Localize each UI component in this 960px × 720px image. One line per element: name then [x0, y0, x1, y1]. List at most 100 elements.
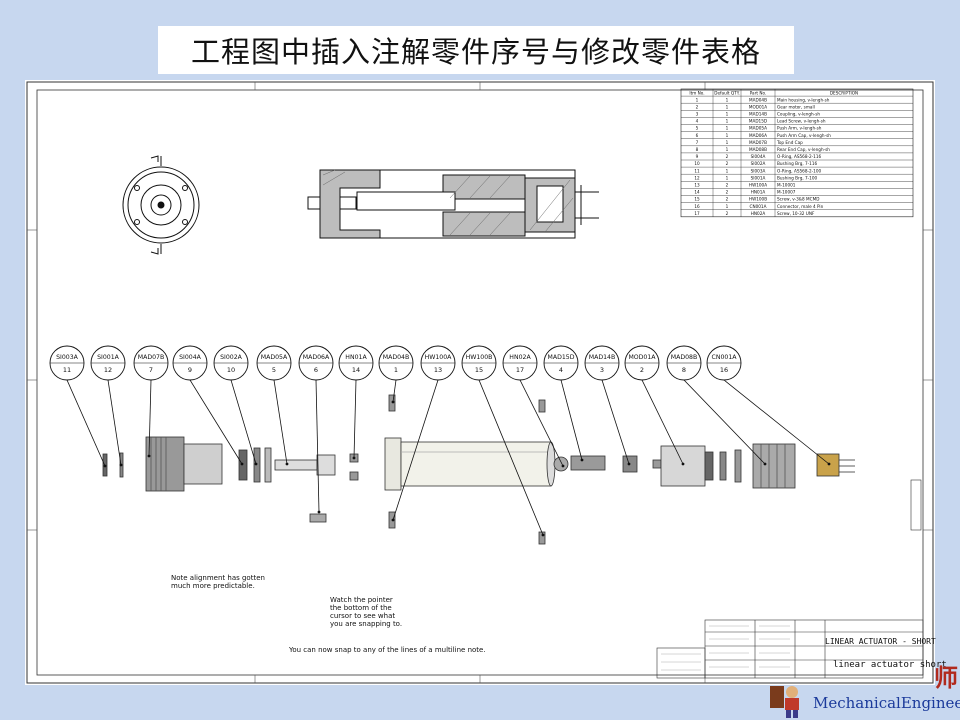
- balloon-number: 7: [149, 366, 153, 374]
- balloon-code: SI002A: [220, 354, 243, 361]
- balloon-si004a[interactable]: SI004A 9: [172, 345, 244, 466]
- note-snap[interactable]: You can now snap to any of the lines of …: [289, 646, 486, 654]
- balloon-number: 8: [682, 366, 686, 374]
- balloon-number: 6: [314, 366, 318, 374]
- note-alignment[interactable]: Note alignment has gotten much more pred…: [171, 574, 265, 590]
- balloon-number: 5: [272, 366, 276, 374]
- balloon-leader: [230, 379, 257, 465]
- leader-dot: [827, 462, 831, 466]
- balloon-code: MAD05A: [261, 354, 288, 361]
- balloon-leader: [392, 379, 397, 403]
- bom-cell: 5: [696, 126, 699, 131]
- part-rear-end-cap[interactable]: [719, 443, 796, 489]
- balloon-cn001a[interactable]: CN001A 16: [706, 345, 831, 466]
- balloon-leader: [601, 379, 630, 465]
- part-oring-mid[interactable]: [238, 449, 248, 481]
- bom-cell: 1: [726, 140, 729, 145]
- part-bushing-mid[interactable]: [253, 447, 261, 483]
- bom-cell: 1: [726, 147, 729, 152]
- note-pointer[interactable]: Watch the pointer the bottom of the curs…: [330, 596, 402, 628]
- title-block-name: LINEAR ACTUATOR - SHORT: [825, 637, 936, 646]
- part-screw-a[interactable]: [388, 394, 396, 412]
- part-washer[interactable]: [264, 447, 272, 483]
- balloon-number: 16: [720, 366, 728, 374]
- bom-cell: SI004A: [751, 154, 766, 159]
- bom-cell: 8: [696, 147, 699, 152]
- balloon-code: SI004A: [179, 354, 202, 361]
- balloon-number: 13: [434, 366, 442, 374]
- balloon-leader: [315, 379, 320, 513]
- end-view[interactable]: [122, 155, 200, 255]
- leader-dot: [391, 400, 395, 404]
- bom-cell: O-Ring, AS568-2-100: [777, 168, 822, 173]
- leader-dot: [240, 462, 244, 466]
- note-pointer-line-3: cursor to see what: [330, 612, 396, 620]
- balloon-code: HN02A: [509, 354, 531, 361]
- bom-cell: MOD01A: [749, 104, 767, 109]
- balloon-leader: [392, 379, 439, 521]
- part-gear-motor[interactable]: [652, 445, 714, 487]
- balloon-mad05a[interactable]: MAD05A 5: [256, 345, 292, 466]
- bom-cell: Push Arm, v-lengh-sh: [777, 126, 822, 131]
- bom-cell: 9: [696, 154, 699, 159]
- bom-cell: 1: [696, 97, 699, 102]
- part-screw-d[interactable]: [538, 531, 546, 545]
- bom-cell: SI003A: [751, 168, 766, 173]
- bom-cell: M-10001: [777, 183, 796, 188]
- bom-cell: M-10007: [777, 190, 796, 195]
- bom-cell: 2: [726, 161, 729, 166]
- balloon-code: CN001A: [712, 354, 738, 361]
- section-view[interactable]: [307, 169, 599, 239]
- balloon-code: MAD15D: [548, 354, 575, 361]
- balloon-number: 12: [104, 366, 112, 374]
- bom-cell: CN001A: [750, 204, 767, 209]
- note-pointer-line-4: you are snapping to.: [330, 620, 403, 628]
- leader-dot: [119, 463, 123, 467]
- bom-cell: 2: [726, 183, 729, 188]
- part-top-end-cap[interactable]: [145, 436, 223, 492]
- balloon-number: 15: [475, 366, 483, 374]
- part-connector[interactable]: [816, 453, 855, 477]
- bom-cell: MAD07B: [749, 140, 767, 145]
- part-main-housing[interactable]: [384, 437, 556, 491]
- balloon-leader: [478, 379, 544, 536]
- part-lead-screw[interactable]: [553, 455, 606, 472]
- bom-cell: Main housing, v-lengh-sh: [777, 97, 830, 102]
- note-pointer-line-2: the bottom of the: [330, 604, 392, 612]
- part-push-arm[interactable]: [274, 454, 336, 476]
- bom-cell: Connector, male 4 Pin: [777, 204, 824, 209]
- exploded-view[interactable]: [102, 394, 855, 545]
- part-push-arm-cap[interactable]: [309, 513, 327, 523]
- balloon-code: HN01A: [345, 354, 367, 361]
- bom-cell: 1: [726, 119, 729, 124]
- balloon-leader: [519, 379, 564, 467]
- balloon-number: 9: [188, 366, 192, 374]
- bom-cell: 2: [726, 154, 729, 159]
- part-screw-c[interactable]: [538, 399, 546, 413]
- leader-dot: [561, 464, 565, 468]
- balloon-leader: [353, 379, 357, 459]
- part-nut-b[interactable]: [349, 471, 359, 481]
- title-block[interactable]: [656, 619, 924, 679]
- bom-cell: 14: [694, 190, 700, 195]
- leader-dot: [254, 462, 258, 466]
- bom-cell: Bushing Brg, 7-116: [777, 161, 818, 166]
- bom-cell: HW100A: [749, 183, 767, 188]
